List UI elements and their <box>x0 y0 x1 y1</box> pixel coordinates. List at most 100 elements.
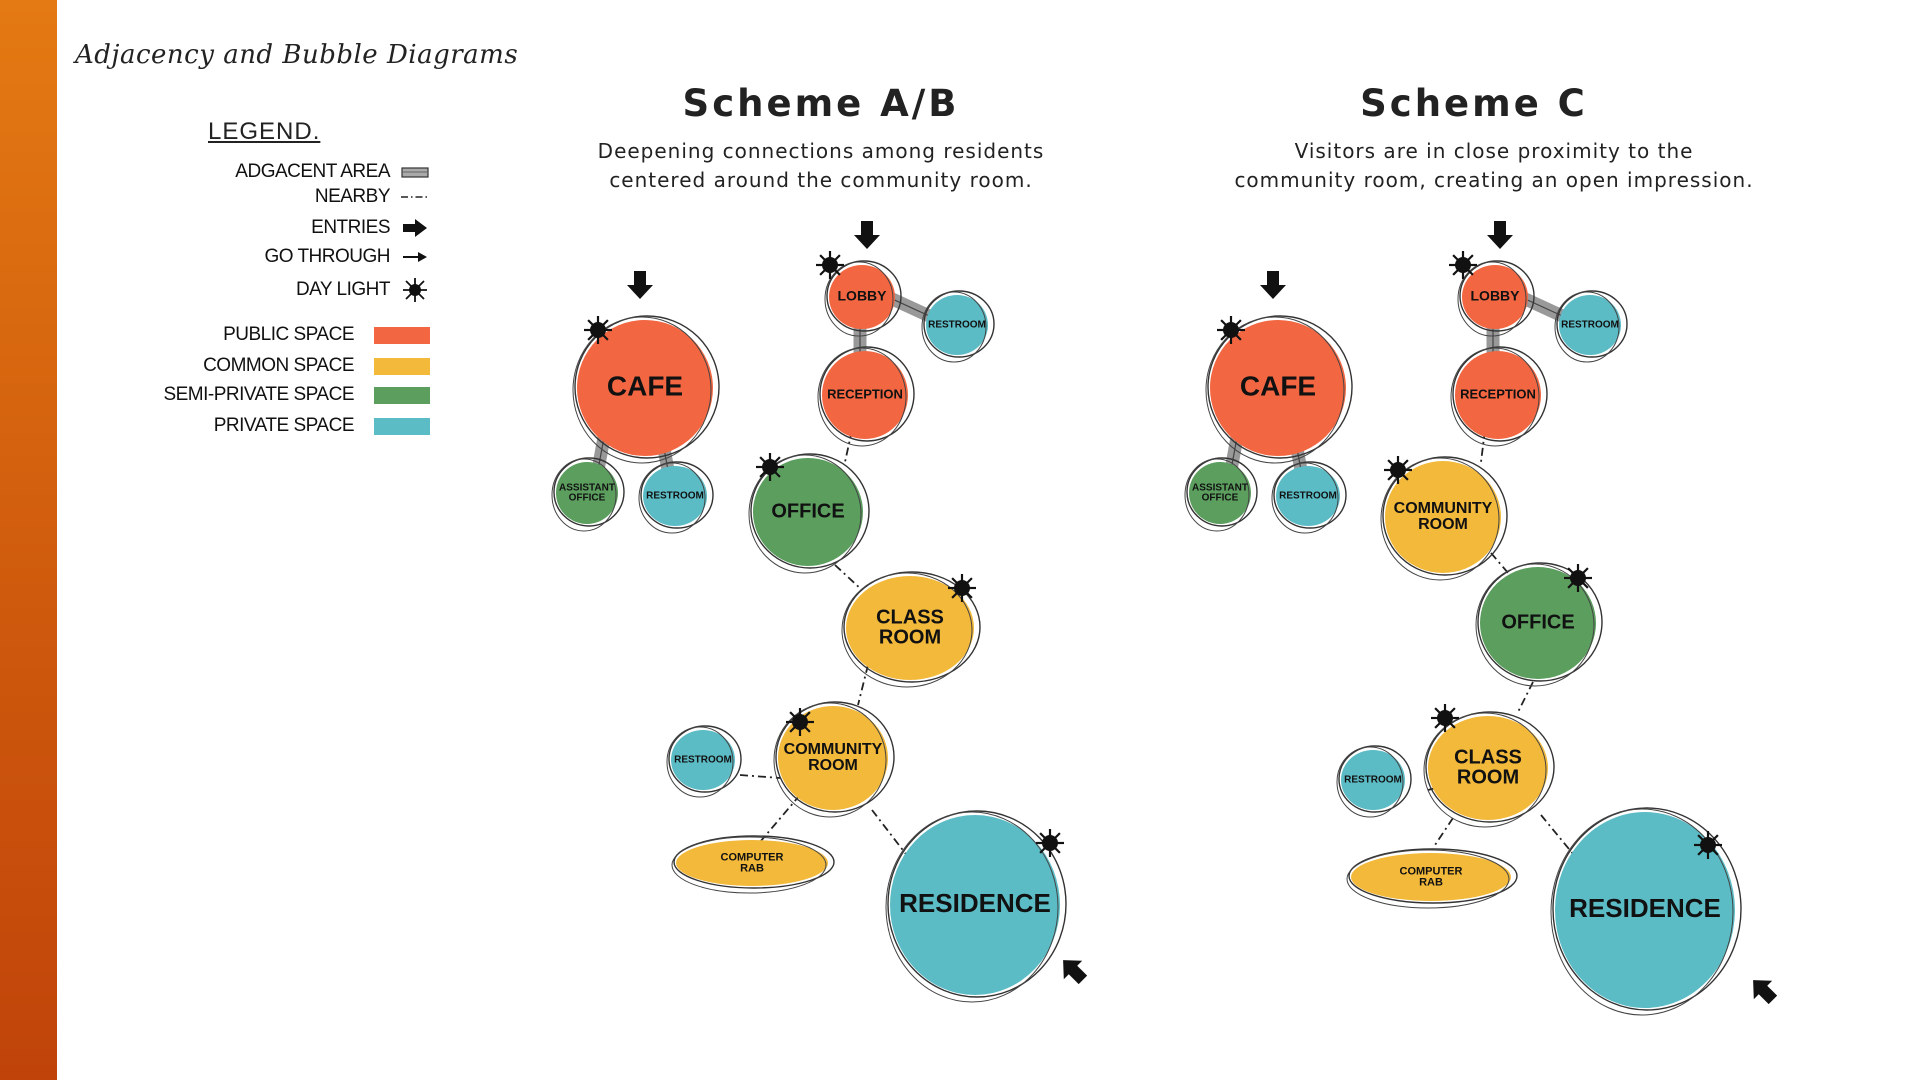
dash-dot-line-icon <box>401 196 429 198</box>
legend-row-daylight: DAY LIGHT <box>296 278 430 302</box>
c-classroom-bubble-label-1: CLASS <box>1454 746 1522 768</box>
ab-sun-community <box>786 708 814 736</box>
c-residence-bubble-fill <box>1555 812 1735 1008</box>
c-cafe-bubble-sketch-outline <box>1205 316 1345 464</box>
c-cafe-bubble-outline <box>1207 315 1353 459</box>
c-restroom-c-bubble-label-1: RESTROOM <box>1344 775 1402 786</box>
c-assistant-office-bubble-label-1: ASSISTANT <box>1192 483 1248 494</box>
legend-label-adjacent: ADGACENT AREA <box>235 161 390 182</box>
ab-computer-lab-bubble-label-1: COMPUTER <box>721 851 784 863</box>
c-restroom-b-bubble-outline <box>1556 290 1628 358</box>
ab-reception-bubble-sketch-outline <box>817 347 907 447</box>
c-reception-bubble: RECEPTION <box>1450 346 1548 447</box>
scheme-c-description-line-2: community room, creating an open impress… <box>1234 168 1754 192</box>
ab-restroom-b-bubble-fill <box>926 295 988 355</box>
ab-entry-cafe-shape <box>627 271 653 299</box>
scheme-ab-title: Scheme A/B <box>682 82 960 125</box>
ab-community-bubble-outline <box>775 701 895 813</box>
c-link-office-classroom <box>1517 681 1534 713</box>
c-restroom-a-bubble-outline <box>1273 461 1347 529</box>
ab-computer-lab-bubble-label-2: RAB <box>740 862 764 874</box>
ab-reception-bubble: RECEPTION <box>817 346 915 447</box>
ab-restroom-a-bubble: RESTROOM <box>638 461 714 534</box>
legend-heading: LEGEND. <box>208 118 321 145</box>
c-reception-bubble-label-1: RECEPTION <box>1460 386 1536 401</box>
ab-restroom-c-bubble-outline <box>668 725 742 793</box>
c-computer-lab-bubble-outline <box>1348 848 1518 904</box>
legend-row-private: PRIVATE SPACE <box>214 414 430 438</box>
c-sun-lobby-core <box>1455 257 1471 273</box>
c-office-bubble: OFFICE <box>1475 562 1603 687</box>
ab-sun-lobby <box>816 251 844 279</box>
legend-swatch-semi-private <box>374 386 430 404</box>
legend-label-private: PRIVATE SPACE <box>213 415 355 436</box>
c-restroom-a-bubble-sketch-outline <box>1271 462 1339 534</box>
c-restroom-b-bubble-fill <box>1559 295 1621 355</box>
ab-computer-lab-bubble-fill <box>676 840 828 886</box>
c-sun-office <box>1564 564 1592 592</box>
ab-restroom-a-bubble-sketch-outline <box>638 462 706 534</box>
scheme-ab-description: Deepening connections among residents ce… <box>511 137 1131 195</box>
ab-residence-bubble-label-1: RESIDENCE <box>899 888 1051 918</box>
ab-sun-office <box>756 453 784 481</box>
c-classroom-bubble-label-2: ROOM <box>1457 766 1519 788</box>
c-restroom-a-bubble-label-1: RESTROOM <box>1279 491 1337 502</box>
ab-cafe-bubble: CAFE <box>572 315 720 464</box>
ab-link-office-classroom <box>834 564 863 591</box>
ab-restroom-b-bubble-label-1: RESTROOM <box>928 320 986 331</box>
c-sun-office-core <box>1570 570 1586 586</box>
ab-link-community-residence <box>871 809 913 863</box>
legend-row-nearby: NEARBY <box>315 185 430 209</box>
scheme-ab-description-line-2: centered around the community room. <box>609 168 1033 192</box>
c-link-classroom-residence <box>1540 814 1579 861</box>
ab-sun-residence <box>1036 829 1064 857</box>
c-classroom-bubble-sketch-outline <box>1423 712 1547 828</box>
legend-label-entries: ENTRIES <box>311 217 390 238</box>
side-accent-bar <box>0 0 57 1080</box>
c-sun-classroom-core <box>1437 710 1453 726</box>
ab-classroom-bubble-fill <box>846 576 974 680</box>
ab-assistant-office-bubble-outline <box>553 457 625 527</box>
c-residence-bubble-sketch-outline <box>1550 808 1734 1016</box>
ab-residence-bubble-sketch-outline <box>885 811 1059 1003</box>
c-office-bubble-sketch-outline <box>1475 563 1595 687</box>
c-restroom-b-bubble-label-1: RESTROOM <box>1561 320 1619 331</box>
legend-label-daylight: DAY LIGHT <box>295 279 391 300</box>
ab-restroom-c-bubble-fill <box>671 730 735 790</box>
ab-residence-bubble-fill <box>890 815 1060 995</box>
ab-sun-classroom <box>948 574 976 602</box>
ab-community-bubble-fill <box>778 706 888 810</box>
ab-sun-office-core <box>762 459 778 475</box>
ab-classroom-bubble-sketch-outline <box>841 572 973 688</box>
ab-cafe-bubble-label-1: CAFE <box>607 370 683 401</box>
thin-arrow-icon <box>403 252 427 262</box>
ab-restroom-b-bubble-outline <box>923 290 995 358</box>
ab-sun-cafe <box>584 316 612 344</box>
ab-link-restroom-community <box>739 774 781 779</box>
c-community-bubble-label-1: COMMUNITY <box>1394 500 1493 517</box>
c-lobby-bubble-label-1: LOBBY <box>1471 288 1521 304</box>
scheme-c-description-line-1: Visitors are in close proximity to the <box>1294 139 1694 163</box>
c-restroom-b-bubble: RESTROOM <box>1554 290 1628 363</box>
ab-sun-community-core <box>792 714 808 730</box>
ab-office-bubble-outline <box>750 453 870 569</box>
ab-sun-residence-core <box>1042 835 1058 851</box>
c-community-bubble-sketch-outline <box>1380 457 1500 581</box>
ab-cafe-bubble-fill <box>577 320 713 456</box>
c-sun-cafe <box>1217 316 1245 344</box>
legend-row-adjacent: ADGACENT AREA <box>235 160 430 184</box>
legend-label-nearby: NEARBY <box>314 186 391 207</box>
ab-residence-bubble: RESIDENCE <box>885 810 1067 1003</box>
ab-assistant-office-bubble-sketch-outline <box>551 458 617 532</box>
ab-restroom-a-bubble-outline <box>640 461 714 529</box>
c-cafe-bubble: CAFE <box>1205 315 1353 464</box>
c-entry-lobby <box>1487 221 1513 249</box>
legend-row-common: COMMON SPACE <box>203 354 430 378</box>
c-sun-residence <box>1694 831 1722 859</box>
c-community-bubble-fill <box>1385 461 1501 573</box>
ab-sun-lobby-core <box>822 257 838 273</box>
ab-computer-lab-bubble-sketch-outline <box>671 836 827 894</box>
